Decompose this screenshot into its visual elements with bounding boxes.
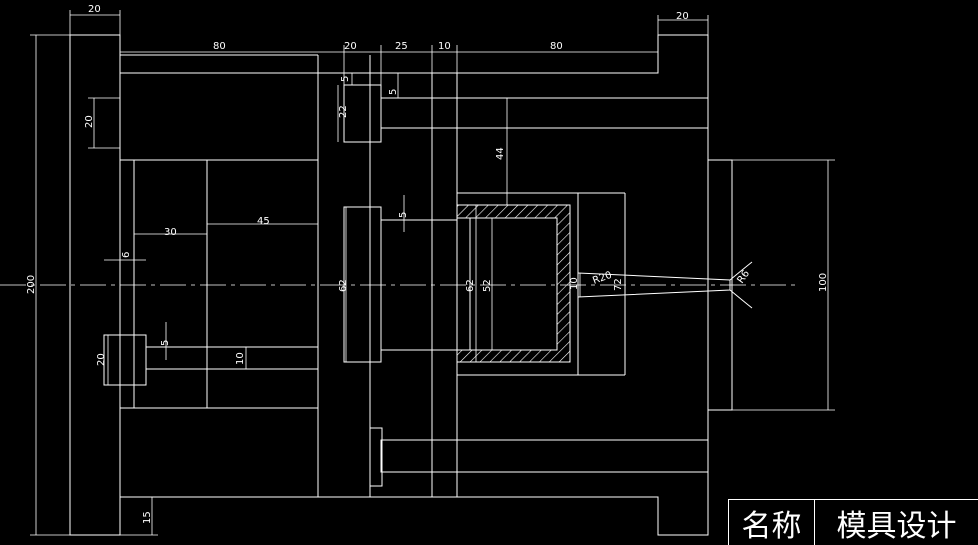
- dim-top-20-mid: 20: [344, 41, 357, 52]
- dim-v-52: 52: [482, 279, 493, 292]
- dim-v-72: 72: [613, 278, 624, 291]
- dim-v-62-mid: 62: [465, 279, 476, 292]
- dim-v-5-top-b: 5: [388, 89, 399, 95]
- dim-top-left-20: 20: [88, 4, 101, 15]
- title-block-label: 名称: [729, 500, 815, 545]
- dim-v-10-pin: 10: [235, 352, 246, 365]
- upper-guide-pillar: [380, 97, 709, 129]
- dim-top-25: 25: [395, 41, 408, 52]
- dim-v-100: 100: [818, 273, 829, 292]
- dim-top-right-20: 20: [676, 11, 689, 22]
- dimension-lines: [30, 10, 835, 536]
- dim-h-45: 45: [257, 216, 270, 227]
- dimension-labels: 20 20 80 20 25 10 80 5 5 22 20 44 5 30 4…: [26, 4, 829, 524]
- title-block-value: 模具设计: [836, 508, 957, 544]
- dim-top-80-right: 80: [550, 41, 563, 52]
- mold-outline: [69, 34, 733, 536]
- dim-top-80-left: 80: [213, 41, 226, 52]
- locating-block: [103, 334, 147, 386]
- lower-guide-pillar: [380, 439, 709, 473]
- dim-v-10-gate: 10: [569, 277, 580, 290]
- dim-v-5-mid: 5: [398, 212, 409, 218]
- dim-h-30: 30: [164, 227, 177, 238]
- dim-v-20-pin: 20: [96, 353, 107, 366]
- ejector-pin: [145, 346, 319, 370]
- dim-v-15-bottom: 15: [142, 511, 153, 524]
- part-wall-hatch: [456, 204, 571, 363]
- dim-v-44: 44: [495, 147, 506, 160]
- dim-v-20-left: 20: [84, 115, 95, 128]
- sprue: [577, 261, 753, 309]
- dim-r-20: R20: [591, 270, 613, 287]
- dim-r-6: R6: [735, 269, 752, 286]
- dim-top-10: 10: [438, 41, 451, 52]
- core-insert: [343, 206, 382, 363]
- molded-part: [456, 204, 571, 363]
- dim-v-5-pin: 5: [160, 340, 171, 346]
- dim-v-62-left: 62: [338, 279, 349, 292]
- dim-v-5-top: 5: [340, 76, 351, 82]
- guide-head-bottom: [369, 427, 383, 487]
- guide-head-top: [343, 84, 382, 143]
- ejector-housing: [119, 159, 319, 409]
- dim-v-6: 6: [121, 252, 132, 258]
- dim-v-22: 22: [338, 105, 349, 118]
- dim-v-200: 200: [26, 275, 37, 294]
- title-block: 名称 模具设计: [728, 499, 978, 545]
